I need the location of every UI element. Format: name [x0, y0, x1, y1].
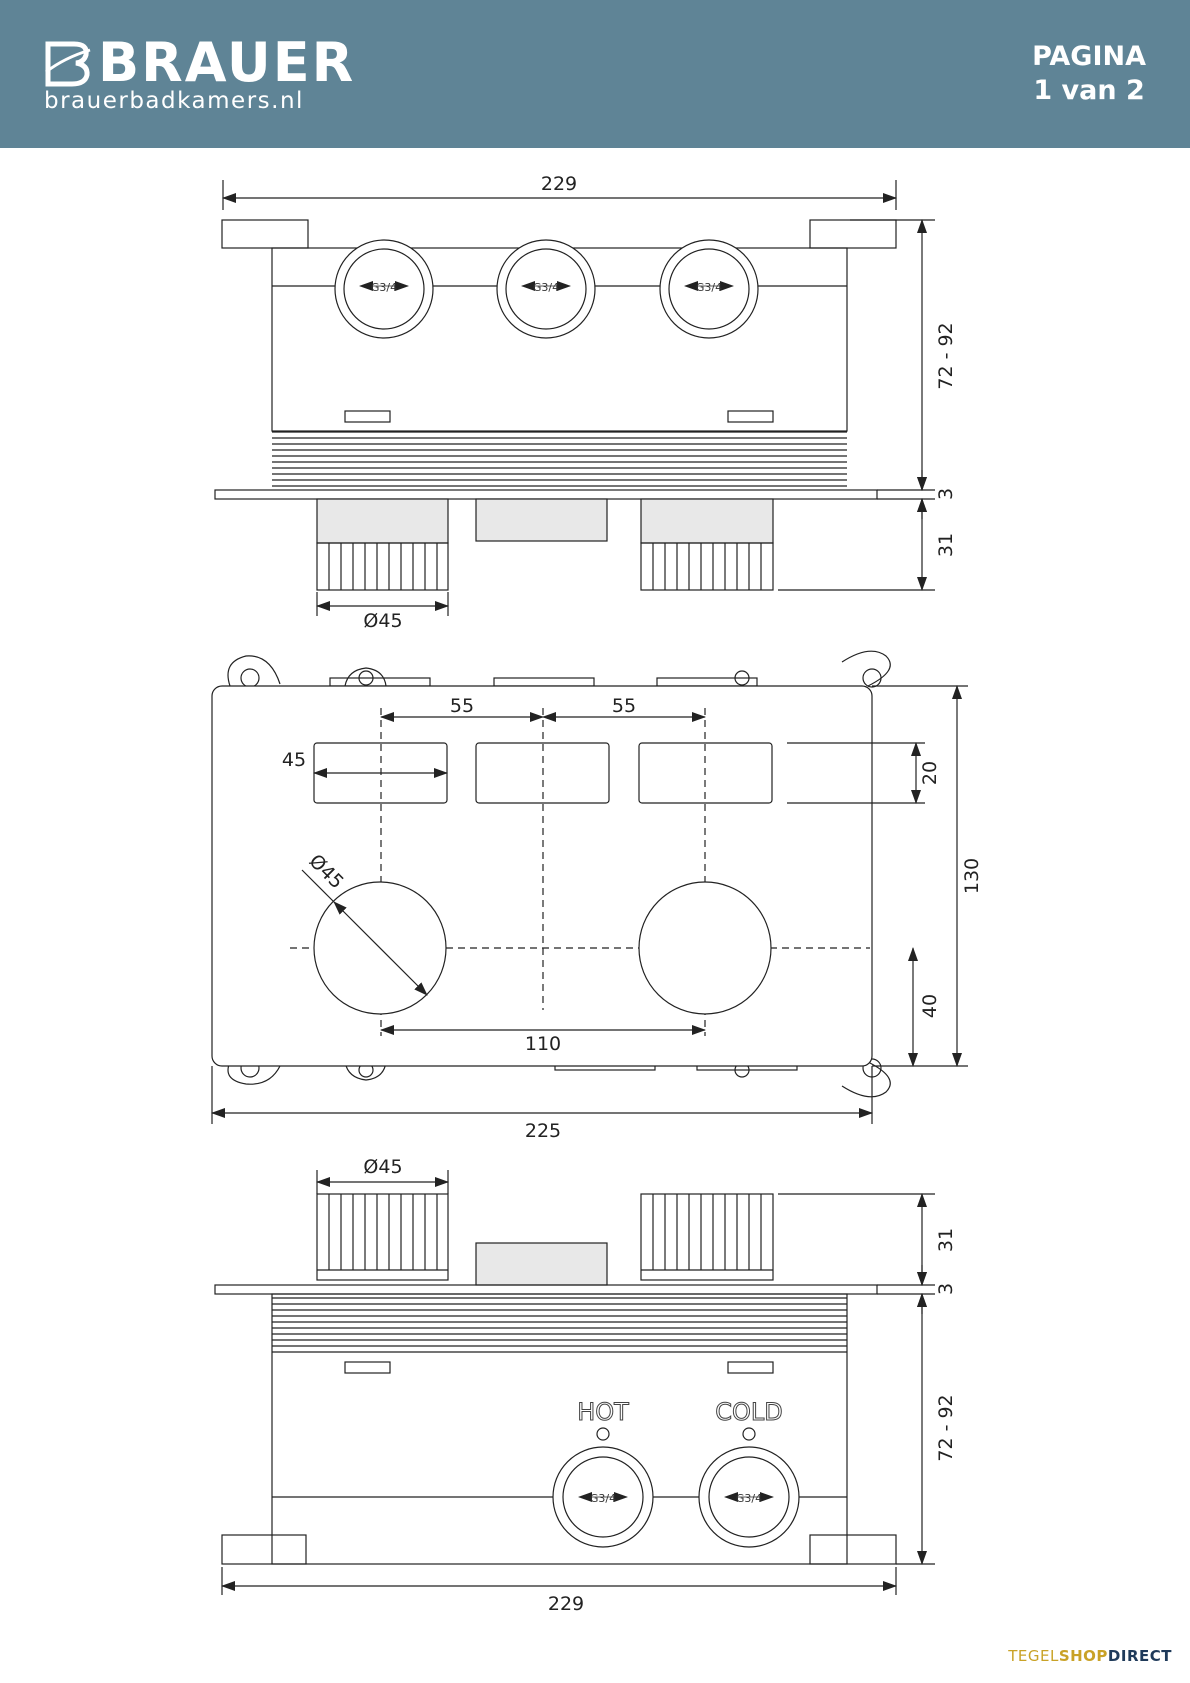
front-slot-width-label: 45 [282, 749, 306, 771]
hot-label: HOT [577, 1398, 629, 1426]
front-spacing-label-1: 55 [450, 695, 474, 717]
front-width-label: 225 [525, 1120, 561, 1142]
footer-brand-part1: TEGEL [1008, 1647, 1059, 1665]
bottom-knob-diameter-label: Ø45 [363, 1156, 402, 1178]
top-width-label: 229 [541, 173, 577, 195]
top-port-label: G3/4 [696, 281, 722, 294]
bottom-port-hot: G3/4 [552, 1446, 654, 1548]
bottom-plate-label: 3 [935, 1283, 957, 1295]
front-knob-spacing-label: 110 [525, 1033, 561, 1055]
top-depth-label: 72 - 92 [935, 322, 957, 389]
cold-label: COLD [715, 1398, 783, 1426]
brand-logo[interactable]: BRAUER brauerbadkamers.nl [44, 31, 356, 115]
top-view: 229 G3/4 G3/4 G3/4 [214, 173, 957, 632]
top-knob-diameter-label: Ø45 [363, 610, 402, 632]
front-height-label: 130 [961, 858, 983, 894]
bottom-port-label: G3/4 [590, 1492, 616, 1505]
front-knob-offset-label: 40 [919, 994, 941, 1018]
footer-brand-part2: SHOP [1058, 1647, 1108, 1665]
bottom-width-label: 229 [548, 1593, 584, 1615]
bottom-knob-height-label: 31 [935, 1228, 957, 1252]
top-port-2: G3/4 [496, 239, 596, 339]
bottom-port-cold: G3/4 [698, 1446, 800, 1548]
page-label-count: 1 van 2 [1033, 75, 1145, 106]
top-knob-height-label: 31 [935, 533, 957, 557]
brand-mark-icon [45, 41, 91, 87]
bottom-view: Ø45 HOT COLD [214, 1156, 957, 1615]
page-header: BRAUER brauerbadkamers.nl PAGINA 1 van 2 [0, 0, 1190, 148]
bottom-port-label: G3/4 [736, 1492, 762, 1505]
top-port-label: G3/4 [533, 281, 559, 294]
top-port-label: G3/4 [371, 281, 397, 294]
front-view: 55 55 45 Ø45 110 20 130 40 [211, 650, 983, 1142]
top-plate-label: 3 [935, 488, 957, 500]
front-slot-height-label: 20 [919, 761, 941, 785]
footer-brand-logo[interactable]: TEGELSHOPDIRECT [1008, 1647, 1172, 1665]
brand-url: brauerbadkamers.nl [44, 88, 304, 114]
brand-name: BRAUER [98, 31, 356, 94]
footer-brand-part3: DIRECT [1107, 1647, 1172, 1665]
top-port-1: G3/4 [334, 239, 434, 339]
bottom-depth-label: 72 - 92 [935, 1394, 957, 1461]
front-spacing-label-2: 55 [612, 695, 636, 717]
page-label-title: PAGINA [1032, 41, 1146, 72]
top-port-3: G3/4 [659, 239, 759, 339]
page-indicator: PAGINA 1 van 2 [1032, 40, 1146, 108]
